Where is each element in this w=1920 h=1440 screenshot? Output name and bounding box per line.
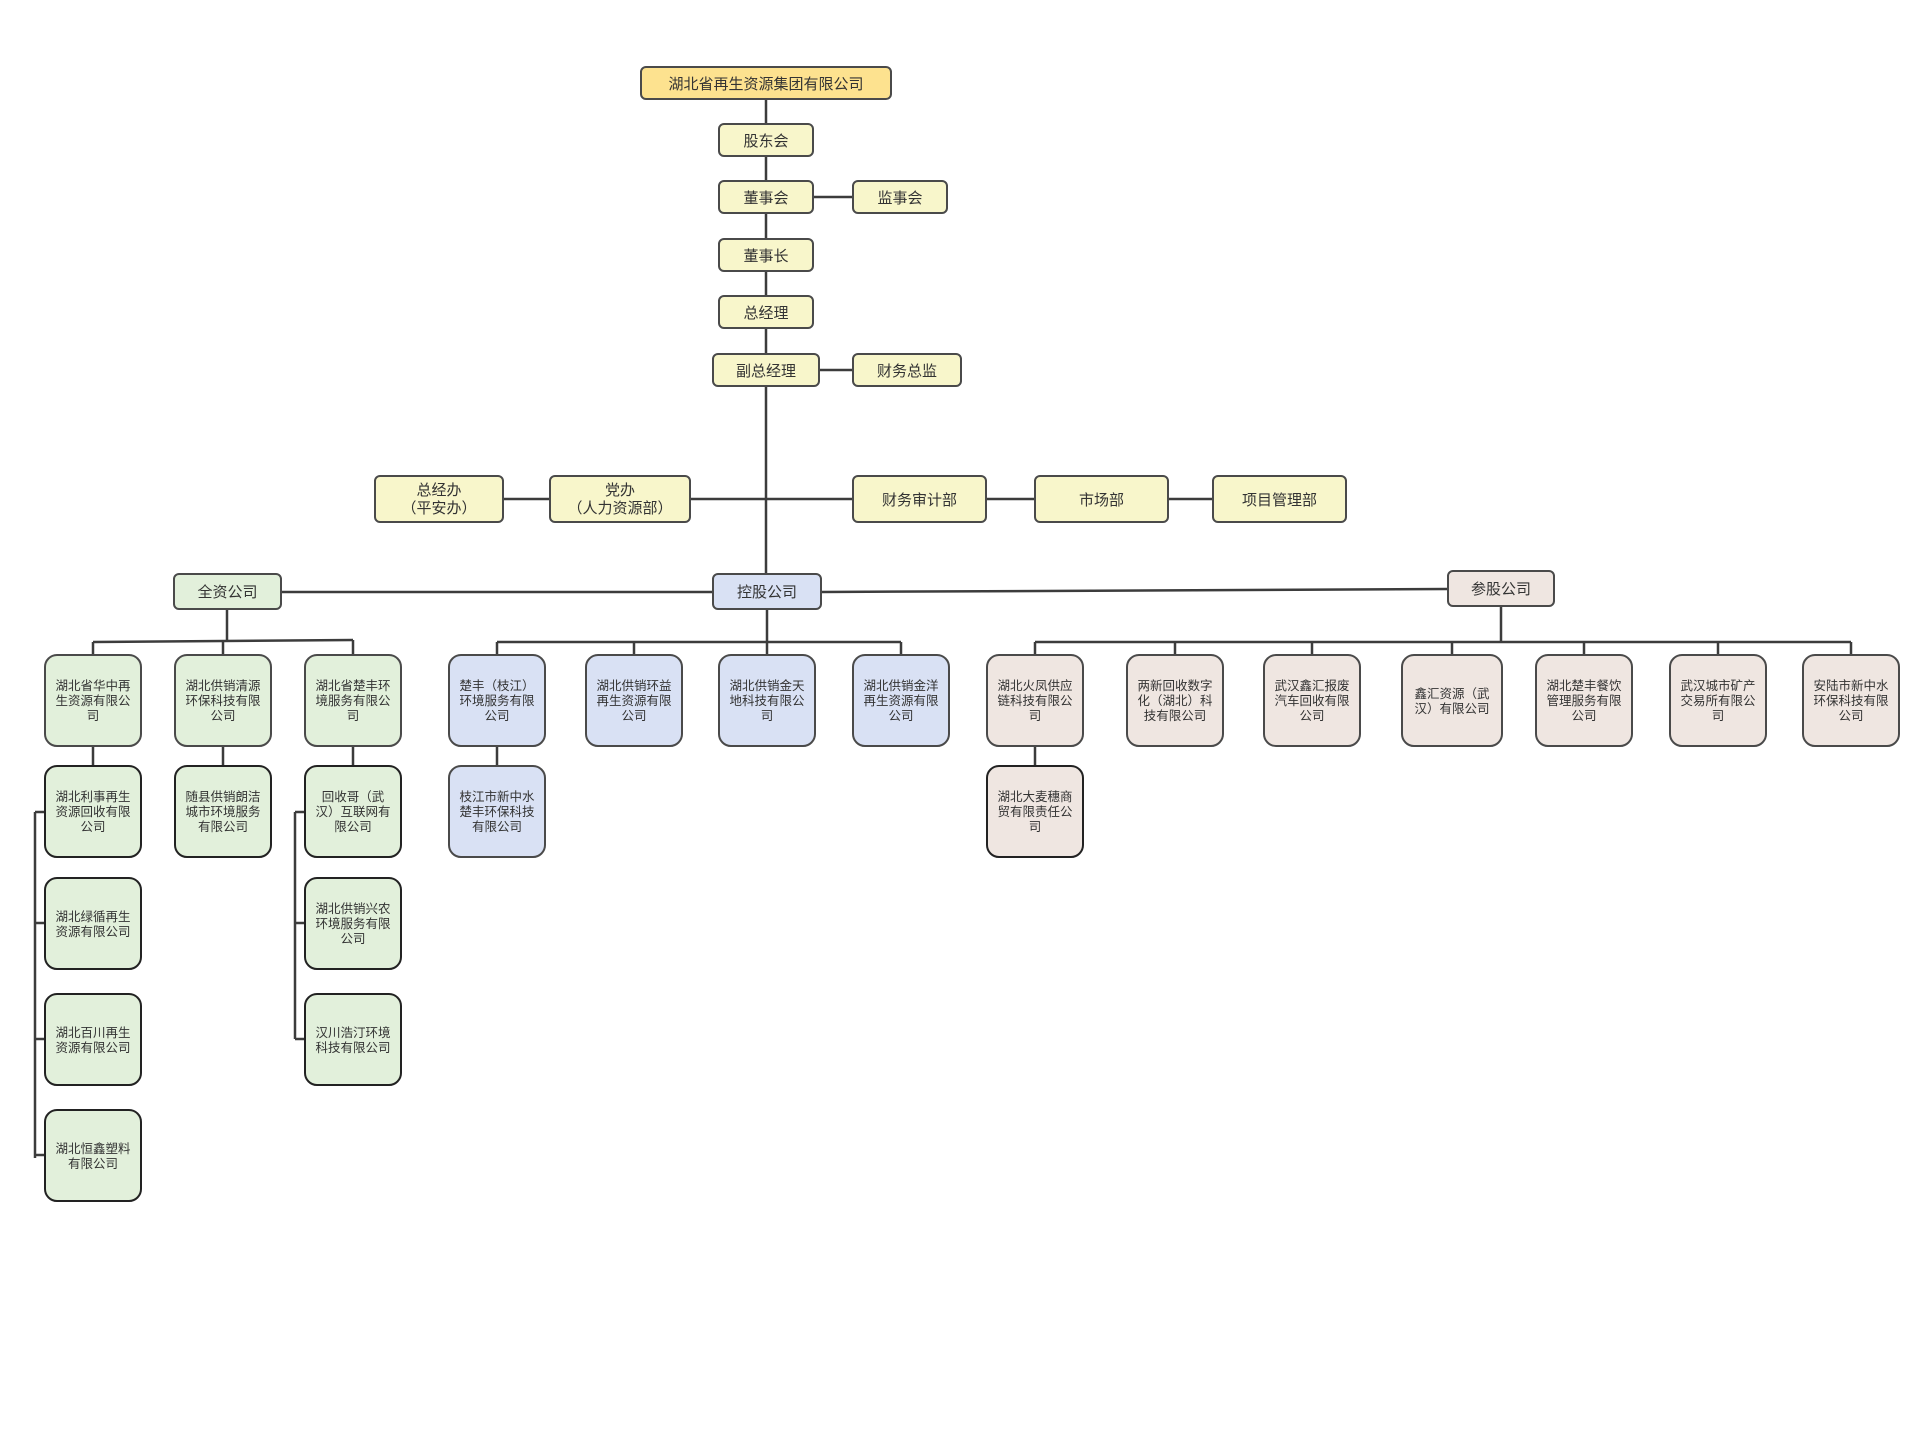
company-holding-1[interactable]: 楚丰（枝江）环境服务有限公司	[448, 654, 546, 747]
company-wholly-3[interactable]: 湖北省楚丰环境服务有限公司	[304, 654, 402, 747]
company-holding-2[interactable]: 湖北供销环益再生资源有限公司	[585, 654, 683, 747]
subsidiary-wholly-2-1[interactable]: 随县供销朗洁城市环境服务有限公司	[174, 765, 272, 858]
node-finance-audit[interactable]: 财务审计部	[852, 475, 987, 523]
node-general-manager[interactable]: 总经理	[718, 295, 814, 329]
node-marketing[interactable]: 市场部	[1034, 475, 1169, 523]
subsidiary-wholly-1-4[interactable]: 湖北恒鑫塑料有限公司	[44, 1109, 142, 1202]
subsidiary-wholly-3-2[interactable]: 湖北供销兴农环境服务有限公司	[304, 877, 402, 970]
subsidiary-wholly-3-3[interactable]: 汉川浩汀环境科技有限公司	[304, 993, 402, 1086]
node-chairman[interactable]: 董事长	[718, 238, 814, 272]
node-equity[interactable]: 参股公司	[1447, 570, 1555, 607]
node-board[interactable]: 董事会	[718, 180, 814, 214]
subsidiary-holding-1-1[interactable]: 枝江市新中水楚丰环保科技有限公司	[448, 765, 546, 858]
node-cfo[interactable]: 财务总监	[852, 353, 962, 387]
company-holding-3[interactable]: 湖北供销金天地科技有限公司	[718, 654, 816, 747]
node-general-office[interactable]: 总经办 （平安办）	[374, 475, 504, 523]
node-party-office[interactable]: 党办 （人力资源部）	[549, 475, 691, 523]
subsidiary-wholly-1-1[interactable]: 湖北利事再生资源回收有限公司	[44, 765, 142, 858]
connector-line-8	[821, 587, 1448, 594]
company-wholly-1[interactable]: 湖北省华中再生资源有限公司	[44, 654, 142, 747]
company-equity-5[interactable]: 湖北楚丰餐饮管理服务有限公司	[1535, 654, 1633, 747]
node-headquarters[interactable]: 湖北省再生资源集团有限公司	[640, 66, 892, 100]
node-shareholders[interactable]: 股东会	[718, 123, 814, 157]
company-equity-1[interactable]: 湖北火凤供应链科技有限公司	[986, 654, 1084, 747]
party-office-label: 党办	[604, 481, 635, 499]
company-equity-2[interactable]: 两新回收数字化（湖北）科技有限公司	[1126, 654, 1224, 747]
subsidiary-equity-1-1[interactable]: 湖北大麦穗商贸有限责任公司	[986, 765, 1084, 858]
subsidiary-wholly-3-1[interactable]: 回收哥（武汉）互联网有限公司	[304, 765, 402, 858]
subsidiary-wholly-1-2[interactable]: 湖北绿循再生资源有限公司	[44, 877, 142, 970]
company-equity-6[interactable]: 武汉城市矿产交易所有限公司	[1669, 654, 1767, 747]
general-office-sub: （平安办）	[401, 499, 477, 517]
company-wholly-2[interactable]: 湖北供销清源环保科技有限公司	[174, 654, 272, 747]
node-deputy-gm[interactable]: 副总经理	[712, 353, 820, 387]
node-holding[interactable]: 控股公司	[712, 573, 822, 610]
general-office-label: 总经办	[416, 481, 462, 499]
company-equity-7[interactable]: 安陆市新中水环保科技有限公司	[1802, 654, 1900, 747]
subsidiary-wholly-1-3[interactable]: 湖北百川再生资源有限公司	[44, 993, 142, 1086]
company-equity-4[interactable]: 鑫汇资源（武汉）有限公司	[1401, 654, 1503, 747]
node-wholly-owned[interactable]: 全资公司	[173, 573, 282, 610]
node-supervisors[interactable]: 监事会	[852, 180, 948, 214]
company-holding-4[interactable]: 湖北供销金洋再生资源有限公司	[852, 654, 950, 747]
company-equity-3[interactable]: 武汉鑫汇报废汽车回收有限公司	[1263, 654, 1361, 747]
node-project-mgmt[interactable]: 项目管理部	[1212, 475, 1347, 523]
party-office-sub: （人力资源部）	[567, 499, 673, 517]
